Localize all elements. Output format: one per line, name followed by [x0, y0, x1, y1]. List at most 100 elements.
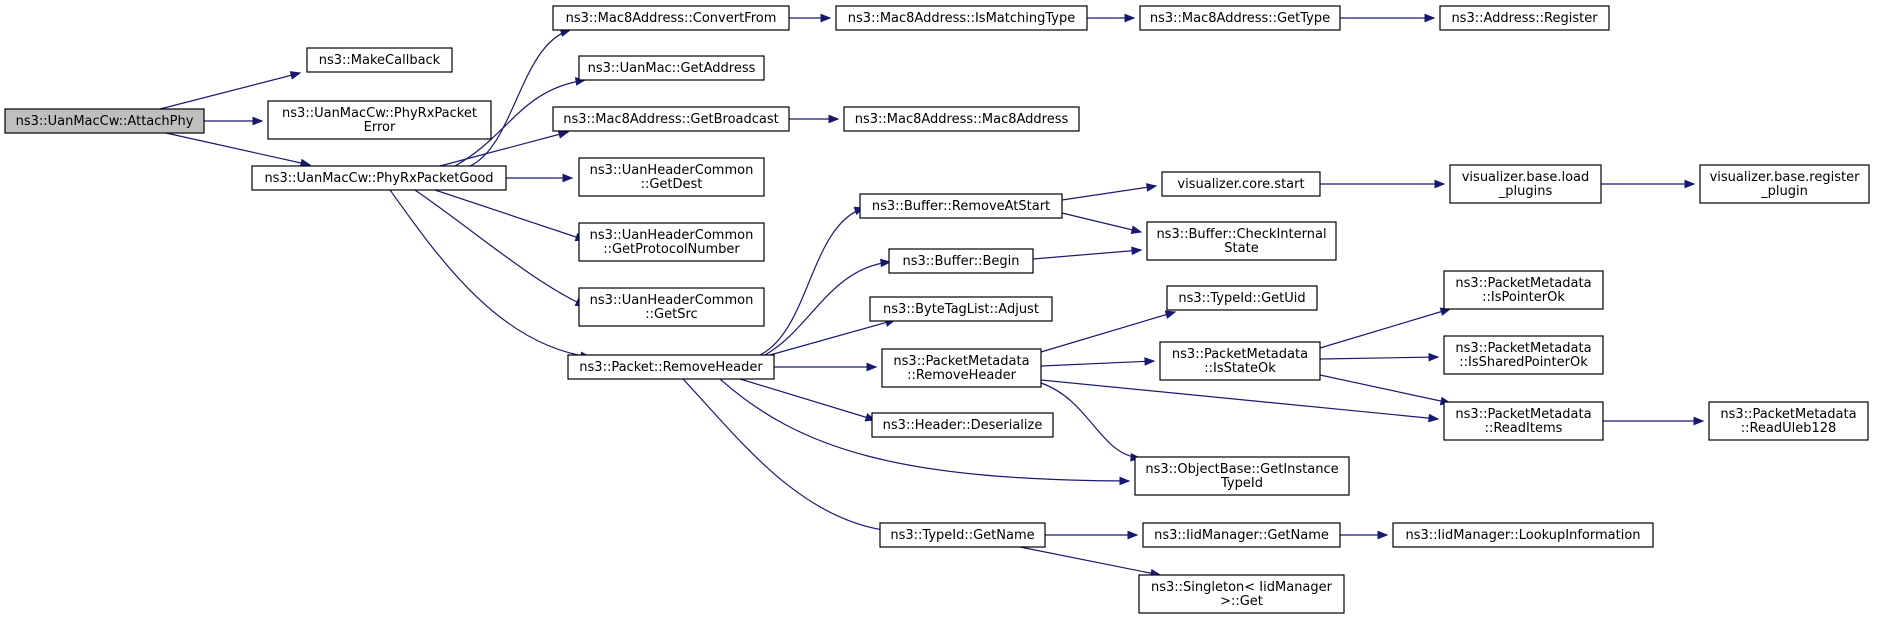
node-label: ns3::Mac8Address::Mac8Address — [855, 112, 1069, 127]
edge-n15-to-n22 — [1061, 183, 1158, 201]
node-label: ns3::ByteTagList::Adjust — [883, 302, 1039, 317]
node-label: _plugins — [1498, 184, 1553, 199]
edge-n26-to-n34 — [1340, 530, 1389, 540]
node-n13[interactable]: ns3::Address::Register — [1439, 5, 1610, 31]
node-box — [1443, 270, 1604, 310]
node-label: ns3::Mac8Address::ConvertFrom — [566, 11, 777, 26]
node-label: ns3::ObjectBase::GetInstance — [1145, 462, 1338, 477]
node-n12[interactable]: ns3::Mac8Address::GetType — [1139, 5, 1341, 31]
node-box — [1159, 341, 1321, 381]
node-n16[interactable]: ns3::Buffer::Begin — [888, 248, 1034, 274]
node-n22[interactable]: visualizer.core.start — [1161, 171, 1321, 197]
edge-n21-to-n27 — [1019, 546, 1162, 578]
node-label: ns3::Mac8Address::GetBroadcast — [563, 112, 778, 127]
node-n24[interactable]: ns3::TypeId::GetUid — [1166, 285, 1318, 311]
node-n33[interactable]: ns3::PacketMetadata::ReadUleb128 — [1708, 401, 1869, 441]
node-n15[interactable]: ns3::Buffer::RemoveAtStart — [859, 193, 1063, 219]
node-n31[interactable]: ns3::PacketMetadata::IsSharedPointerOk — [1443, 335, 1604, 375]
node-label: ::IsSharedPointerOk — [1459, 355, 1588, 370]
edge-n3-to-n7 — [506, 173, 574, 183]
node-n11[interactable]: ns3::Mac8Address::IsMatchingType — [835, 5, 1088, 31]
node-n34[interactable]: ns3::IidManager::LookupInformation — [1392, 522, 1654, 548]
node-n14[interactable]: ns3::Mac8Address::Mac8Address — [843, 106, 1080, 132]
node-label: ns3::Buffer::CheckInternal — [1156, 227, 1326, 242]
node-label: ::ReadUleb128 — [1741, 421, 1837, 436]
node-label: ns3::Buffer::Begin — [902, 254, 1019, 269]
edge-n3-to-n10 — [389, 189, 592, 361]
node-box — [306, 47, 453, 73]
node-n30[interactable]: ns3::PacketMetadata::IsPointerOk — [1443, 270, 1604, 310]
node-box — [1161, 171, 1321, 197]
node-n21[interactable]: ns3::TypeId::GetName — [879, 522, 1046, 548]
node-label: Error — [364, 120, 396, 135]
node-box — [1139, 5, 1341, 31]
node-label: visualizer.base.load — [1462, 170, 1590, 185]
edge-n25-to-n32 — [1319, 374, 1452, 406]
node-box — [869, 296, 1053, 322]
node-label: ns3::Address::Register — [1451, 11, 1598, 26]
node-n3[interactable]: ns3::UanMacCw::PhyRxPacketGood — [251, 165, 507, 191]
node-label: >::Get — [1220, 594, 1263, 609]
node-n19[interactable]: ns3::Header::Deserialize — [871, 412, 1054, 438]
edge-layer — [159, 13, 1705, 578]
node-label: ns3::TypeId::GetUid — [1178, 291, 1305, 306]
node-n25[interactable]: ns3::PacketMetadata::IsStateOk — [1159, 341, 1321, 381]
node-label: ns3::UanHeaderCommon — [590, 293, 754, 308]
node-label: ns3::Packet::RemoveHeader — [579, 360, 763, 375]
node-n5[interactable]: ns3::UanMac::GetAddress — [578, 55, 765, 81]
node-n8[interactable]: ns3::UanHeaderCommon::GetProtocolNumber — [578, 222, 765, 262]
node-n27[interactable]: ns3::Singleton< IidManager>::Get — [1138, 574, 1345, 614]
node-n18[interactable]: ns3::PacketMetadata::RemoveHeader — [881, 348, 1042, 388]
edge-n28-to-n29 — [1601, 179, 1696, 189]
node-label: visualizer.base.register — [1710, 170, 1861, 185]
node-label: ns3::Mac8Address::IsMatchingType — [848, 11, 1075, 26]
edge-n18-to-n24 — [1040, 310, 1177, 353]
node-box — [835, 5, 1088, 31]
node-label: ns3::MakeCallback — [319, 53, 441, 68]
node-n10[interactable]: ns3::Packet::RemoveHeader — [567, 354, 775, 380]
node-box — [1146, 221, 1337, 261]
node-n29[interactable]: visualizer.base.register_plugin — [1699, 164, 1870, 204]
node-box — [552, 106, 790, 132]
node-box — [552, 5, 790, 31]
node-box — [888, 248, 1034, 274]
node-box — [4, 108, 205, 134]
node-n28[interactable]: visualizer.base.load_plugins — [1449, 164, 1602, 204]
node-label: ns3::IidManager::GetName — [1154, 528, 1329, 543]
node-box — [859, 193, 1063, 219]
node-box — [1439, 5, 1610, 31]
node-box — [578, 287, 765, 327]
edge-n32-to-n33 — [1603, 416, 1705, 426]
edge-n10-to-n21 — [682, 378, 892, 535]
node-box — [1443, 335, 1604, 375]
node-label: ::IsStateOk — [1204, 361, 1276, 376]
node-n7[interactable]: ns3::UanHeaderCommon::GetDest — [578, 157, 765, 197]
node-n6[interactable]: ns3::Mac8Address::GetBroadcast — [552, 106, 790, 132]
node-n1[interactable]: ns3::MakeCallback — [306, 47, 453, 73]
node-n0[interactable]: ns3::UanMacCw::AttachPhy — [4, 108, 205, 134]
node-label: ns3::Buffer::RemoveAtStart — [872, 199, 1050, 214]
edge-n25-to-n30 — [1319, 307, 1452, 349]
node-label: ns3::Header::Deserialize — [883, 418, 1043, 433]
node-n26[interactable]: ns3::IidManager::GetName — [1142, 522, 1341, 548]
node-label: ns3::PacketMetadata — [1455, 407, 1591, 422]
node-layer: ns3::UanMacCw::AttachPhy ns3::MakeCallbac… — [4, 5, 1870, 614]
node-label: ns3::UanMacCw::PhyRxPacketGood — [264, 171, 493, 186]
edge-n10-to-n16 — [764, 258, 892, 356]
edge-n15-to-n23 — [1061, 212, 1143, 234]
node-label: ns3::UanMacCw::PhyRxPacket — [282, 106, 477, 121]
edge-n18-to-n20 — [1040, 382, 1142, 462]
node-label: ns3::Singleton< IidManager — [1151, 580, 1333, 595]
node-box — [1449, 164, 1602, 204]
node-label: ns3::PacketMetadata — [893, 354, 1029, 369]
node-n9[interactable]: ns3::UanHeaderCommon::GetSrc — [578, 287, 765, 327]
edge-n18-to-n25 — [1040, 357, 1156, 367]
node-label: ::RemoveHeader — [907, 368, 1017, 383]
node-n4[interactable]: ns3::Mac8Address::ConvertFrom — [552, 5, 790, 31]
node-n17[interactable]: ns3::ByteTagList::Adjust — [869, 296, 1053, 322]
node-n32[interactable]: ns3::PacketMetadata::ReadItems — [1443, 401, 1604, 441]
